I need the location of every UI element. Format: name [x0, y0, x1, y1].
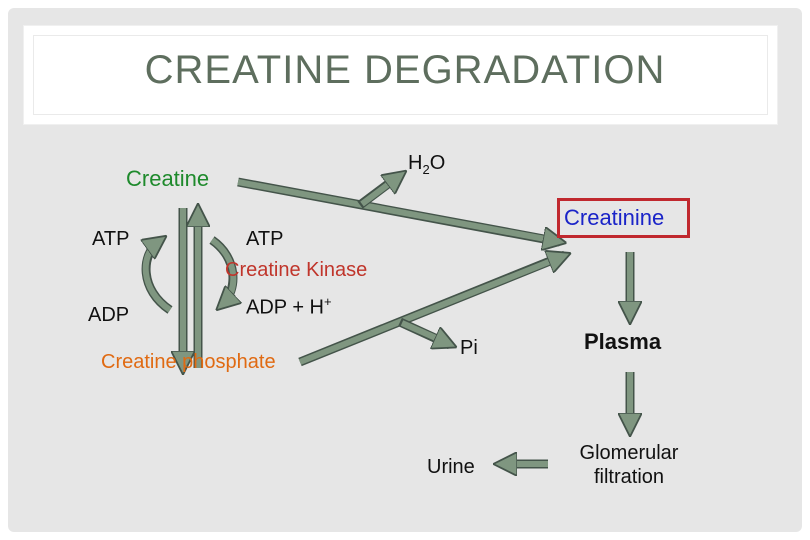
h2o-h: H: [408, 152, 423, 174]
creatinine-highlight-box: [557, 198, 690, 238]
label-atp-left: ATP: [92, 228, 130, 250]
label-pi: Pi: [460, 337, 478, 359]
label-adp-h: ADP + H+: [246, 294, 332, 320]
glomerular-line1: Glomerular: [579, 442, 679, 464]
label-h2o: H2O: [408, 152, 445, 177]
label-creatine: Creatine: [126, 166, 210, 191]
label-plasma: Plasma: [584, 329, 662, 354]
title-box: [23, 25, 778, 125]
label-creatine-phosphate: Creatine phosphate: [101, 351, 276, 373]
label-atp-right: ATP: [246, 228, 284, 250]
h2o-o: O: [429, 152, 446, 174]
adp-h-superscript: +: [324, 294, 332, 309]
label-creatine-kinase: Creatine Kinase: [225, 259, 368, 281]
slide-title: CREATINE DEGRADATION: [144, 48, 666, 92]
label-urine: Urine: [427, 456, 475, 478]
label-adp-left: ADP: [88, 304, 130, 326]
label-creatinine: Creatinine: [564, 205, 665, 230]
glomerular-line2: filtration: [593, 466, 665, 488]
adp-h-text: ADP + H: [246, 296, 324, 319]
title-box-inner-border: [33, 35, 768, 115]
h2o-subscript: 2: [422, 162, 430, 177]
